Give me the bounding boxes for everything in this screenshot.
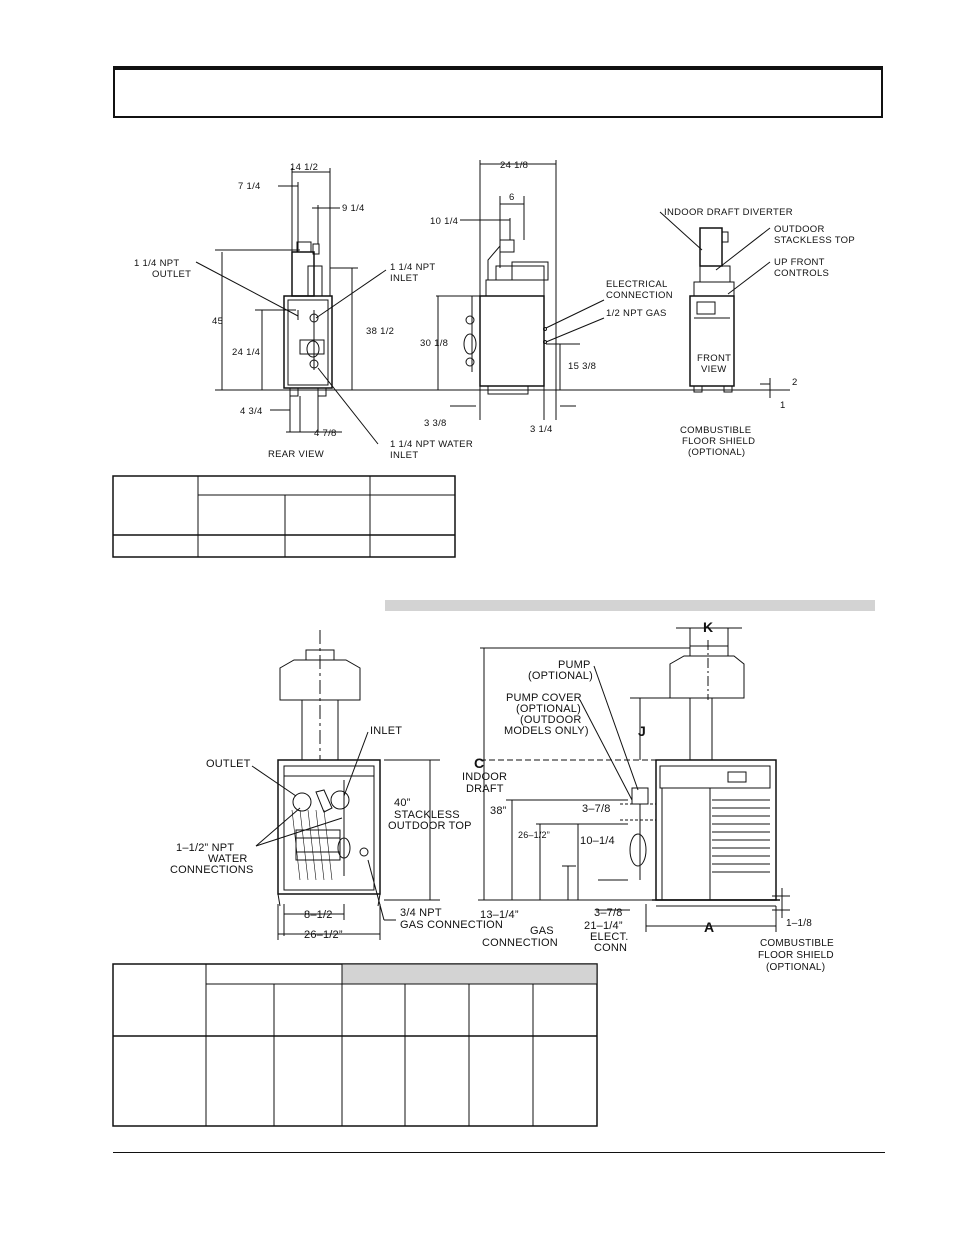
dim-1: 1 xyxy=(780,400,786,411)
indoor-label-2: DRAFT xyxy=(466,783,504,795)
lower-right-labels: K PUMP (OPTIONAL) PUMP COVER (OPTIONAL) … xyxy=(462,619,834,973)
elec-label-1: ELECTRICAL xyxy=(606,279,668,290)
pump-cover-label-4: MODELS ONLY) xyxy=(504,725,589,737)
lower-right-drawing xyxy=(478,627,790,932)
outlet-label-1: 1 1/4 NPT xyxy=(134,258,179,269)
stackless-label-2: STACKLESS xyxy=(394,809,460,821)
inlet-label: INLET xyxy=(370,725,402,737)
dim-14-1-2: 14 1/2 xyxy=(290,162,318,173)
dim-38: 38” xyxy=(490,805,507,817)
elec-label-2: CONNECTION xyxy=(606,290,673,301)
dim-26-1-2: 26–1/2” xyxy=(304,929,343,941)
side-view-labels: 24 1/8 6 10 1/4 ELECTRICAL CONNECTION 1/… xyxy=(420,160,673,435)
dim-45: 45 xyxy=(212,316,223,327)
dim-2: 2 xyxy=(792,377,798,388)
dim-38-1-2: 38 1/2 xyxy=(366,326,394,337)
dim-7-1-4: 7 1/4 xyxy=(238,181,261,192)
front-view-drawing xyxy=(659,211,771,398)
inlet-label-1: 1 1/4 NPT xyxy=(390,262,435,273)
shield-label-3: (OPTIONAL) xyxy=(688,447,745,458)
dim-4-3-4: 4 3/4 xyxy=(240,406,263,417)
shield-label-1: COMBUSTIBLE xyxy=(680,425,751,436)
dim-26-1-2-right: 26–1/2” xyxy=(518,830,550,840)
water-inlet-label-1: 1 1/4 NPT WATER xyxy=(390,439,473,450)
dim-15-3-8: 15 3/8 xyxy=(568,361,596,372)
section-band xyxy=(385,600,875,611)
pump-cover-label-3: (OUTDOOR xyxy=(520,714,581,726)
indoor-draft-label: INDOOR DRAFT DIVERTER xyxy=(664,207,793,218)
shield-lower-label-1: COMBUSTIBLE xyxy=(760,938,834,949)
outdoor-label-1: OUTDOOR xyxy=(774,224,825,235)
npt-water-label-2: WATER xyxy=(208,853,248,865)
dim-4-7-8: 4 7/8 xyxy=(314,428,337,439)
front-label-2: VIEW xyxy=(701,364,726,375)
side-view-drawing xyxy=(436,160,605,420)
pump-label-2: (OPTIONAL) xyxy=(528,670,593,682)
shield-lower-label-3: (OPTIONAL) xyxy=(766,962,825,973)
dim-C: C xyxy=(474,755,484,771)
dim-21-1-4: 21–1/4” xyxy=(584,920,623,932)
dim-3-3-8: 3 3/8 xyxy=(424,418,447,429)
rear-view-title: REAR VIEW xyxy=(268,449,324,460)
front-view-labels: INDOOR DRAFT DIVERTER OUTDOOR STACKLESS … xyxy=(664,207,855,458)
gas-label-1: 3/4 NPT xyxy=(400,907,442,919)
dim-30-1-8: 30 1/8 xyxy=(420,338,448,349)
gas-label: 1/2 NPT GAS xyxy=(606,308,667,319)
lower-left-labels: INLET OUTLET 40” STACKLESS OUTDOOR TOP 1… xyxy=(170,725,503,941)
outlet-label: OUTLET xyxy=(206,758,251,770)
lower-left-drawing xyxy=(251,630,440,940)
dim-13-1-4: 13–1/4” xyxy=(480,909,519,921)
dim-A: A xyxy=(704,919,714,935)
pump-cover-label-1: PUMP COVER xyxy=(506,692,582,704)
front-label-1: FRONT xyxy=(697,353,731,364)
outlet-label-2: OUTLET xyxy=(152,269,191,280)
footer-rule xyxy=(113,1152,885,1153)
elect-label-1: ELECT. xyxy=(590,931,629,943)
indoor-label-1: INDOOR xyxy=(462,771,507,783)
dim-24-1-8: 24 1/8 xyxy=(500,160,528,171)
pump-label-1: PUMP xyxy=(558,659,591,671)
header-box xyxy=(113,66,883,118)
dim-24-1-4: 24 1/4 xyxy=(232,347,260,358)
table-2 xyxy=(112,963,598,1127)
shield-lower-label-2: FLOOR SHIELD xyxy=(758,950,834,961)
gas-label-2: GAS CONNECTION xyxy=(400,919,503,931)
inlet-label-2: INLET xyxy=(390,273,418,284)
shield-label-2: FLOOR SHIELD xyxy=(682,436,755,447)
gas-conn-label-2: CONNECTION xyxy=(482,937,558,949)
rear-view-labels: 14 1/2 7 1/4 9 1/4 1 1/4 NPT OUTLET 1 1/… xyxy=(134,162,473,461)
dim-J: J xyxy=(638,723,646,739)
stackless-label-3: OUTDOOR TOP xyxy=(388,820,472,832)
upfront-label-2: CONTROLS xyxy=(774,268,829,279)
outdoor-label-2: STACKLESS TOP xyxy=(774,235,855,246)
npt-water-label-3: CONNECTIONS xyxy=(170,864,253,876)
dim-3-7-8-b: 3–7/8 xyxy=(594,907,623,919)
dim-10-1-4: 10 1/4 xyxy=(430,216,458,227)
upfront-label-1: UP FRONT xyxy=(774,257,825,268)
dim-1-1-8: 1–1/8 xyxy=(786,918,812,929)
water-inlet-label-2: INLET xyxy=(390,450,418,461)
dim-K: K xyxy=(703,619,713,635)
pump-cover-label-2: (OPTIONAL) xyxy=(516,703,581,715)
dim-3-1-4: 3 1/4 xyxy=(530,424,553,435)
stackless-label-1: 40” xyxy=(394,797,411,809)
dim-9-1-4: 9 1/4 xyxy=(342,203,365,214)
table-1 xyxy=(112,475,456,558)
dim-10-1-4-right: 10–1/4 xyxy=(580,835,615,847)
dim-3-7-8-a: 3–7/8 xyxy=(582,803,611,815)
dim-8-1-2: 8–1/2 xyxy=(304,909,333,921)
npt-water-label-1: 1–1/2” NPT xyxy=(176,842,234,854)
elect-label-2: CONN xyxy=(594,942,627,954)
gas-conn-label-1: GAS xyxy=(530,925,554,937)
dim-6: 6 xyxy=(509,192,515,203)
